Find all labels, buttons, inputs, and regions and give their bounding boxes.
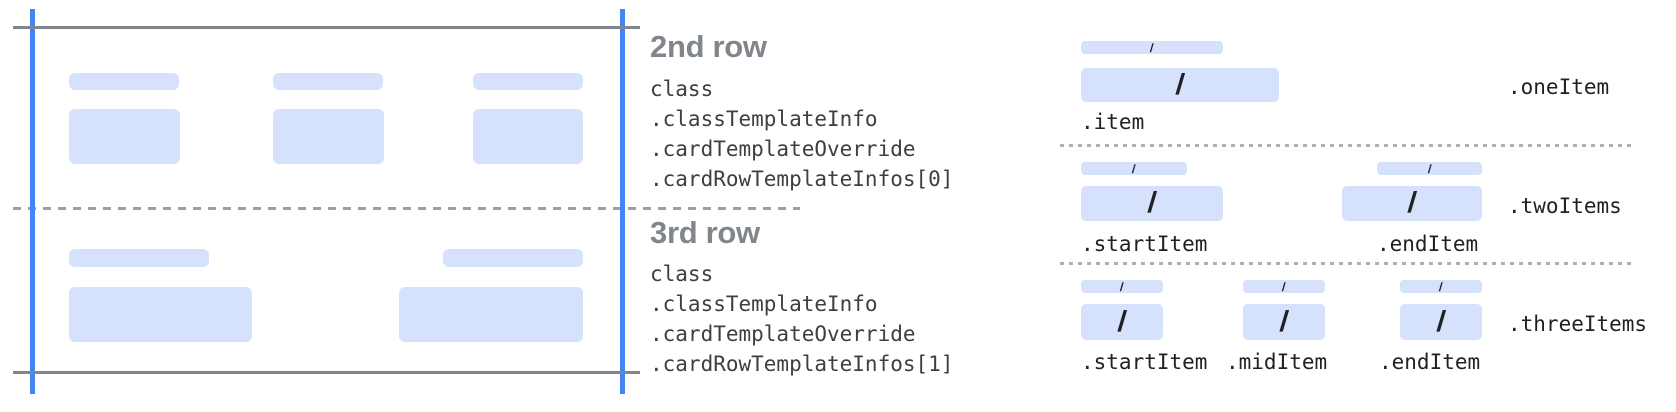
template-name-twoitems: .twoItems [1508,194,1622,218]
code-line: class [650,77,714,101]
slash-glyph: / [1116,305,1128,338]
slash-glyph: / [1119,279,1125,294]
start-item-value-bar: / [1081,186,1223,221]
template-name-threeitems: .threeItems [1508,312,1648,336]
slash-glyph: / [1278,305,1290,338]
slash-glyph: / [1427,161,1432,176]
code-line: .classTemplateInfo [650,292,878,316]
guide-line-left [30,9,35,394]
guide-line-right [620,9,625,394]
slash-glyph: / [1435,305,1447,338]
row2-col1-value-placeholder [69,109,180,164]
start-item-label-bar: / [1081,161,1187,176]
slash-glyph: / [1406,187,1418,219]
start-item-label-bar: / [1081,279,1163,294]
end-item-label-bar: / [1400,279,1482,294]
end-item-value-bar: / [1400,304,1482,340]
code-line: .cardRowTemplateInfos[0] [650,167,954,191]
template-name-oneitem: .oneItem [1508,75,1610,99]
row3-heading: 3rd row [650,215,760,250]
end-item-value-bar: / [1342,186,1482,221]
row-divider-dashed-line [13,207,800,210]
code-line: class [650,262,714,286]
slash-glyph: / [1131,161,1137,176]
row2-col2-label-placeholder [273,73,383,90]
code-line: .cardRowTemplateInfos[1] [650,352,954,376]
slash-glyph: / [1149,40,1155,55]
slash-glyph: / [1281,279,1287,294]
row3-code-path: class .classTemplateInfo .cardTemplateOv… [650,259,953,379]
row3-col1-label-placeholder [69,249,209,267]
slash-glyph: / [1438,279,1444,294]
row2-heading: 2nd row [650,29,767,64]
template-separator-dotted-line [1060,144,1632,147]
row2-col1-label-placeholder [69,73,179,90]
code-line: .cardTemplateOverride [650,137,916,161]
mid-item-label-bar: / [1243,279,1325,294]
row2-col3-label-placeholder [473,73,583,90]
item-label-bar: / [1081,40,1223,55]
start-item-field-label: .startItem [1081,232,1208,256]
slash-glyph: / [1174,68,1186,101]
item-field-label: .item [1081,110,1145,134]
card-top-line [13,26,640,29]
start-item-value-bar: / [1081,304,1163,340]
start-item-field-label: .startItem [1081,350,1208,374]
row3-col2-label-placeholder [443,249,583,267]
row3-col2-value-placeholder [399,287,583,342]
end-item-field-label: .endItem [1379,350,1481,374]
template-separator-dotted-line [1060,262,1632,265]
card-bottom-line [13,371,640,374]
end-item-field-label: .endItem [1377,232,1479,256]
row2-col3-value-placeholder [473,109,583,164]
row3-col1-value-placeholder [69,287,252,342]
row2-code-path: class .classTemplateInfo .cardTemplateOv… [650,74,953,194]
item-value-bar: / [1081,68,1279,102]
code-line: .classTemplateInfo [650,107,878,131]
mid-item-value-bar: / [1243,304,1325,340]
code-line: .cardTemplateOverride [650,322,916,346]
row2-col2-value-placeholder [273,109,384,164]
end-item-label-bar: / [1377,161,1482,176]
mid-item-field-label: .midItem [1226,350,1328,374]
slash-glyph: / [1146,187,1158,219]
